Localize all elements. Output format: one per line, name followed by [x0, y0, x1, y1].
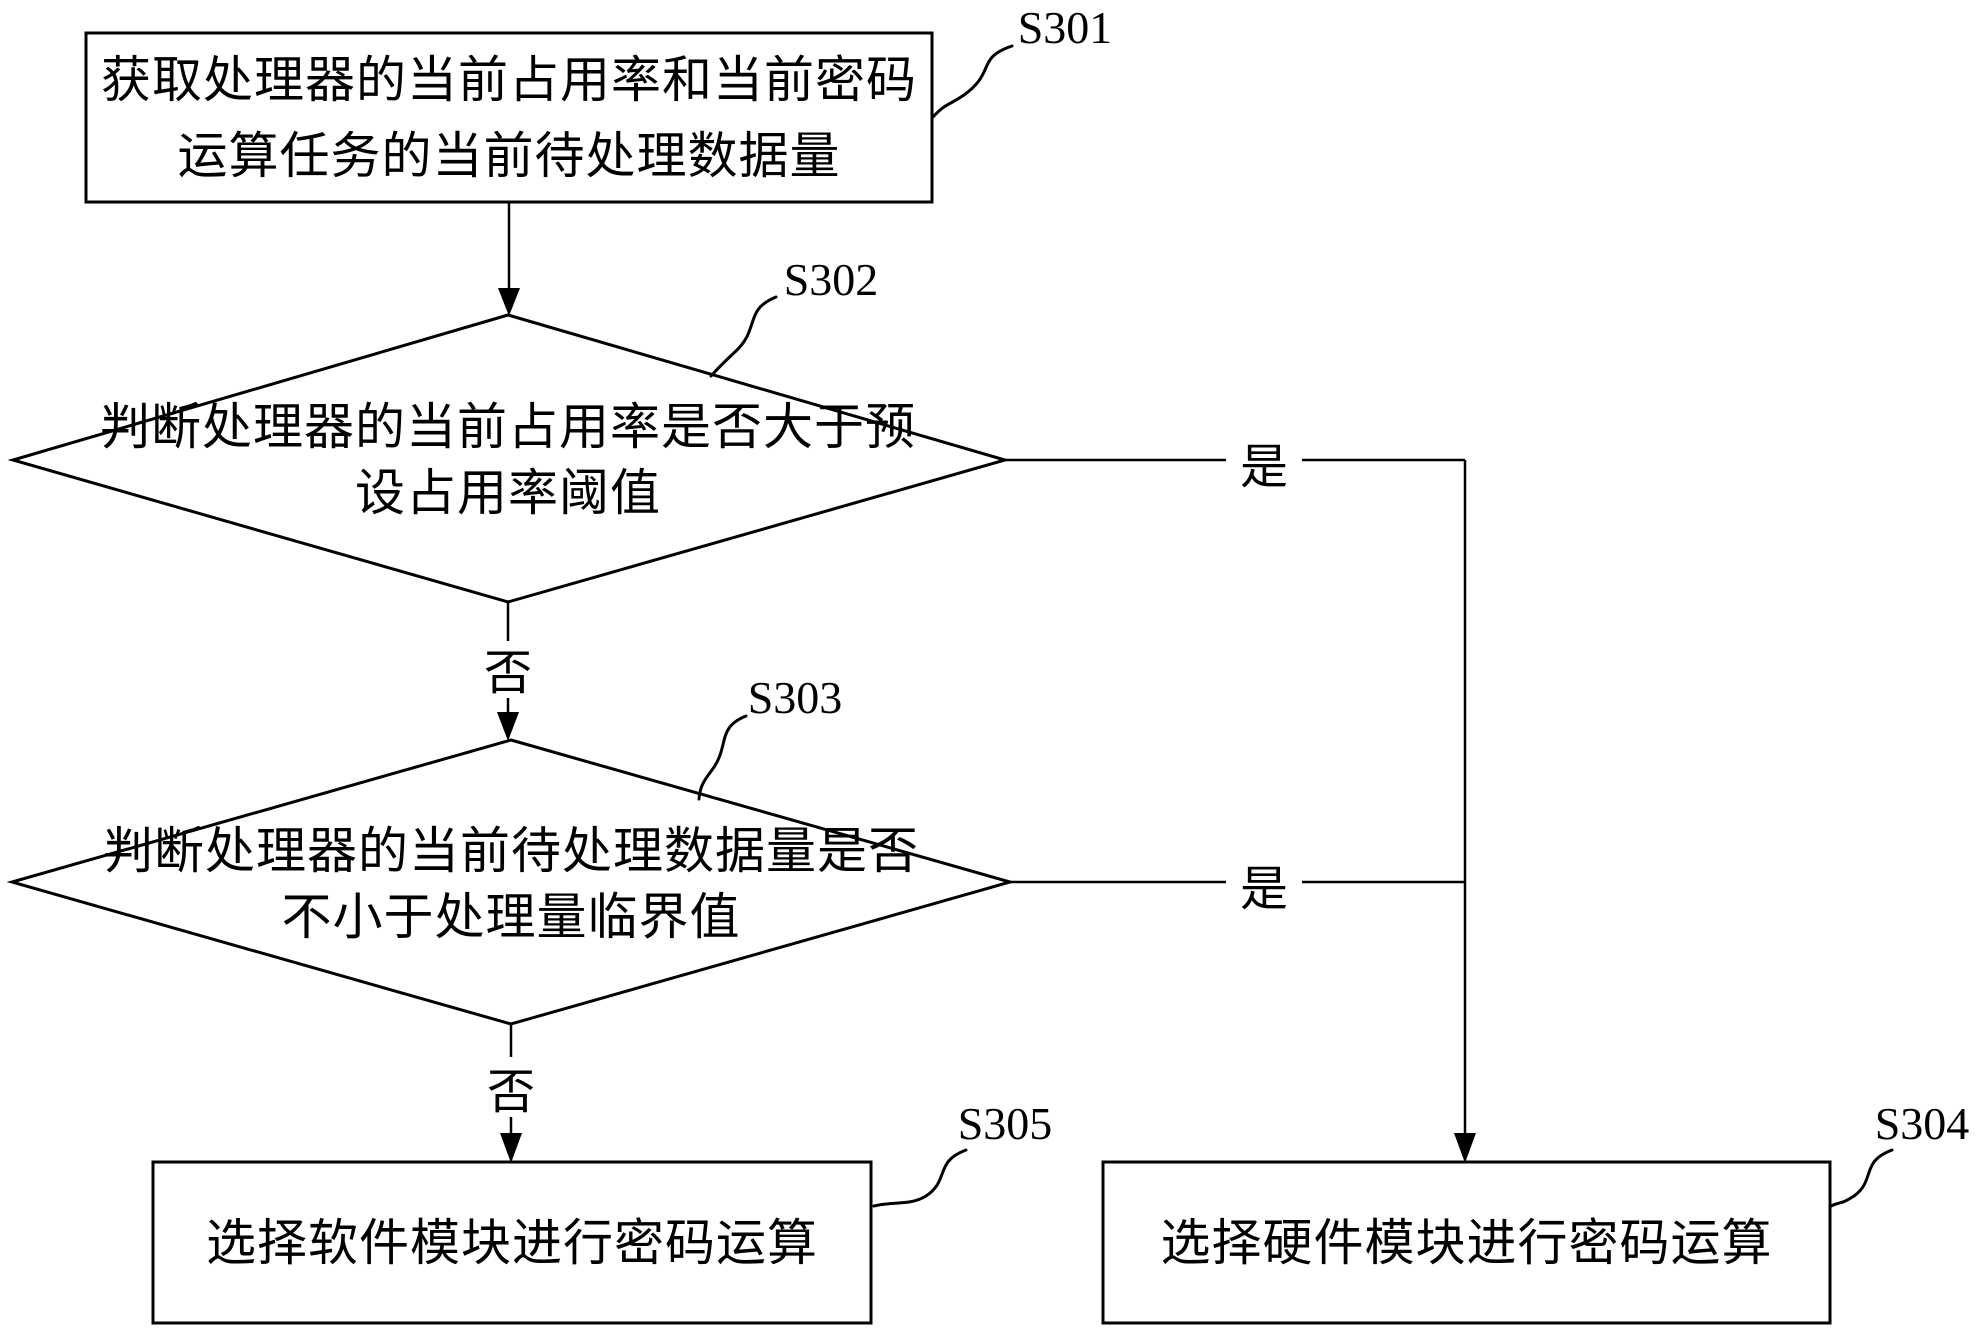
s302-text-line1: 判断处理器的当前占用率是否大于预: [100, 398, 916, 456]
branch-label-no-s302: 否: [483, 645, 532, 701]
arrowhead-into-s302: [498, 288, 520, 316]
process-box-s304-text: 选择硬件模块进行密码运算: [1103, 1162, 1830, 1323]
arrowhead-into-s304: [1454, 1133, 1476, 1163]
leader-curve-s301: [931, 44, 1014, 119]
process-box-s304-outline: [1101, 1160, 1832, 1325]
leader-curve-s304: [1829, 1148, 1894, 1208]
arrowhead-into-s305: [500, 1133, 522, 1163]
s301-text-line2: 运算任务的当前待处理数据量: [177, 126, 841, 185]
branch-label-yes-s303: 是: [1226, 854, 1302, 917]
s304-text: 选择硬件模块进行密码运算: [1160, 1213, 1773, 1272]
s303-text-line1: 判断处理器的当前待处理数据量是否: [103, 822, 919, 880]
leader-curve-s302: [709, 295, 778, 378]
step-label-s305: S305: [957, 1097, 1053, 1149]
s303-text-line2: 不小于处理量临界值: [281, 888, 741, 946]
process-box-s305-text: 选择软件模块进行密码运算: [153, 1162, 871, 1323]
leader-curve-s303: [697, 714, 748, 801]
step-label-s301: S301: [1017, 1, 1113, 53]
s302-text-line2: 设占用率阈值: [355, 464, 661, 522]
s301-text-line1: 获取处理器的当前占用率和当前密码: [101, 50, 917, 109]
branch-label-yes-s302: 是: [1226, 432, 1302, 495]
branch-label-no-s303: 否: [486, 1064, 535, 1120]
process-box-s301-text: 获取处理器的当前占用率和当前密码 运算任务的当前待处理数据量: [86, 33, 932, 202]
decision-diamond-s303-text: 判断处理器的当前待处理数据量是否 不小于处理量临界值: [61, 754, 961, 1014]
step-label-s302: S302: [783, 253, 879, 305]
step-label-s303: S303: [747, 671, 843, 723]
arrowhead-into-s303: [497, 712, 519, 741]
process-box-s305-outline: [151, 1160, 873, 1325]
leader-curve-s305: [872, 1148, 968, 1208]
step-label-s304: S304: [1874, 1097, 1970, 1149]
decision-diamond-s302-text: 判断处理器的当前占用率是否大于预 设占用率阈值: [58, 330, 958, 590]
s305-text: 选择软件模块进行密码运算: [206, 1213, 818, 1272]
